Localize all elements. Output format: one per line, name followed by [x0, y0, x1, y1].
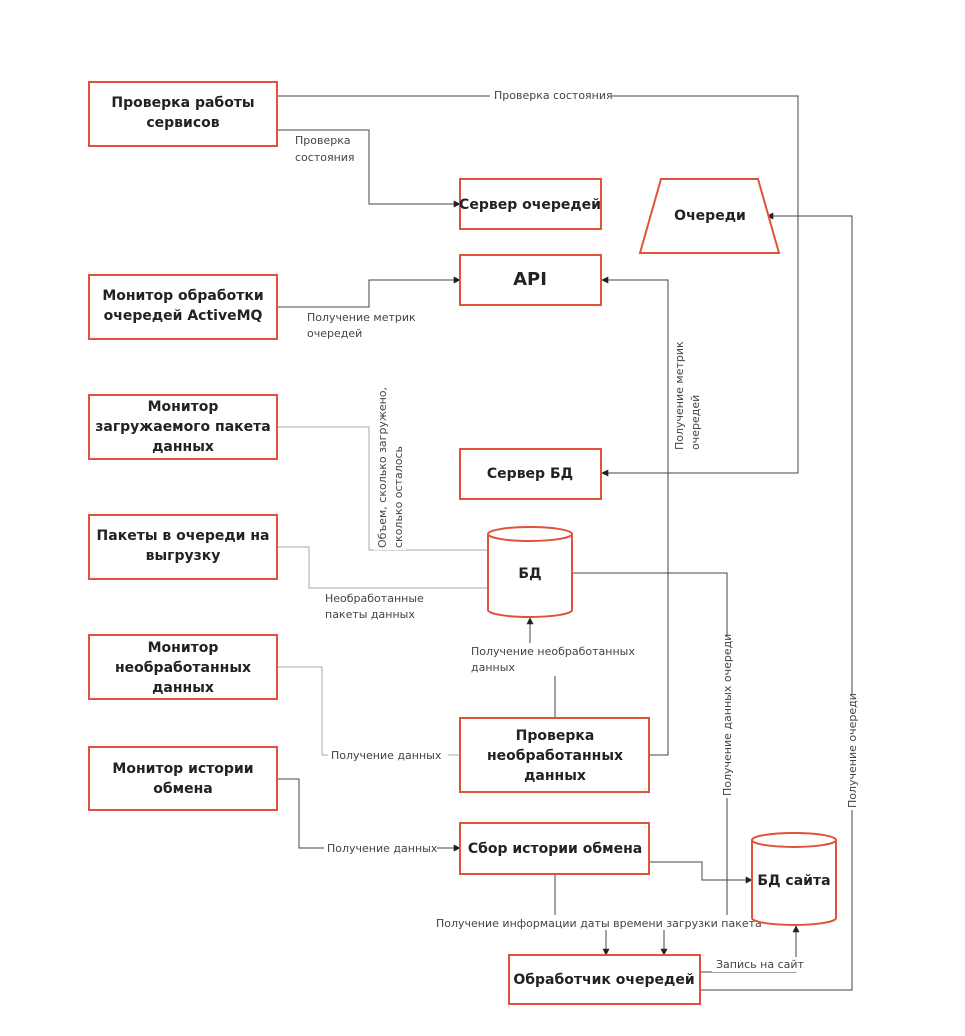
label-volume-2: сколько осталось [392, 446, 405, 548]
label-get-unprocessed-2: данных [471, 661, 515, 674]
node-queue-handler-label: Обработчик очередей [513, 972, 694, 988]
node-api[interactable] [459, 254, 602, 306]
nodes-layer: Проверка работы сервисов Сервер очередей… [88, 81, 837, 1005]
node-queue-handler[interactable] [508, 954, 701, 1005]
label-get-data-2: Получение данных [327, 842, 438, 855]
label-queue-metrics-v-2: очередей [689, 395, 702, 450]
node-upload-queue-line1: Пакеты в очереди на [97, 528, 270, 544]
node-queue-server-label: Сервер очередей [459, 197, 601, 213]
node-unprocessed-monitor-line3: данных [152, 680, 214, 696]
label-site-write: Запись на сайт [716, 958, 805, 971]
node-package-monitor-line1: Монитор [148, 399, 219, 415]
node-check-services-line1: Проверка работы [111, 95, 254, 111]
node-unprocessed-monitor[interactable] [88, 634, 278, 700]
label-get-data-1: Получение данных [331, 749, 442, 762]
edge-labels-layer: Проверка состояния Проверка состояния По… [292, 88, 860, 972]
node-history-collect[interactable] [459, 822, 650, 875]
node-unprocessed-monitor-line2: необработанных [115, 660, 251, 676]
node-db[interactable] [487, 534, 573, 618]
label-unprocessed-packages-1: Необработанные [325, 592, 424, 605]
label-get-load-time: Получение информации даты времени загруз… [436, 917, 762, 930]
edge-collect-to-site-db [650, 861, 753, 884]
label-queue-metrics-1: Получение метрик [307, 311, 416, 324]
edge-check-unprocessed-to-api [601, 276, 669, 756]
node-queues[interactable] [638, 178, 781, 254]
label-unprocessed-packages-2: пакеты данных [325, 608, 415, 621]
node-db-label: БД [518, 566, 541, 582]
label-get-unprocessed-1: Получение необработанных [471, 645, 635, 658]
node-upload-queue[interactable] [88, 514, 278, 580]
node-check-unprocessed[interactable] [459, 717, 650, 793]
node-site-db-label: БД сайта [757, 873, 830, 889]
edge-package-monitor-to-db [277, 426, 488, 551]
node-check-unprocessed-line2: необработанных [487, 748, 623, 764]
edge-handler-to-queues [700, 212, 853, 991]
node-history-collect-label: Сбор истории обмена [468, 841, 642, 857]
node-mq-monitor-line1: Монитор обработки [102, 288, 263, 304]
node-mq-monitor[interactable] [88, 274, 278, 340]
edge-mq-to-api [277, 276, 461, 308]
node-api-label: API [513, 269, 547, 290]
node-db-server-label: Сервер БД [487, 466, 573, 482]
edge-history-monitor-to-collect [277, 778, 461, 852]
node-history-monitor-line1: Монитор истории [112, 761, 253, 777]
node-package-monitor[interactable] [88, 394, 278, 460]
node-unprocessed-monitor-line1: Монитор [148, 640, 219, 656]
edge-check-to-queue-server [277, 129, 461, 208]
node-db-server[interactable] [459, 448, 602, 500]
label-get-queue-data: Получение данных очереди [721, 634, 734, 796]
edge-collect-to-handler [554, 874, 610, 956]
label-volume-1: Объем, сколько загружено, [376, 387, 389, 548]
node-check-unprocessed-line1: Проверка [516, 728, 595, 744]
label-status-left-2: состояния [295, 151, 355, 164]
node-queue-server[interactable] [459, 178, 602, 230]
node-site-db[interactable] [751, 840, 837, 926]
node-queues-label: Очереди [674, 208, 746, 224]
node-history-monitor[interactable] [88, 746, 278, 811]
node-check-services-line2: сервисов [146, 115, 219, 131]
label-queue-metrics-v-1: Получение метрик [673, 341, 686, 450]
label-queue-metrics-2: очередей [307, 327, 362, 340]
node-site-db-top [751, 832, 837, 848]
label-status-top: Проверка состояния [494, 89, 613, 102]
node-check-unprocessed-line3: данных [524, 768, 586, 784]
label-get-queues: Получение очереди [846, 693, 859, 808]
node-check-services[interactable] [88, 81, 278, 147]
node-upload-queue-line2: выгрузку [146, 548, 221, 564]
node-package-monitor-line3: данных [152, 439, 214, 455]
node-history-monitor-line2: обмена [153, 781, 212, 797]
node-db-top [487, 526, 573, 542]
edge-unprocessed-monitor-to-check [277, 666, 460, 756]
label-status-left-1: Проверка [295, 134, 351, 147]
node-package-monitor-line2: загружаемого пакета [95, 419, 270, 435]
node-mq-monitor-line2: очередей ActiveMQ [104, 308, 263, 324]
edge-upload-queue-to-db [277, 546, 488, 589]
